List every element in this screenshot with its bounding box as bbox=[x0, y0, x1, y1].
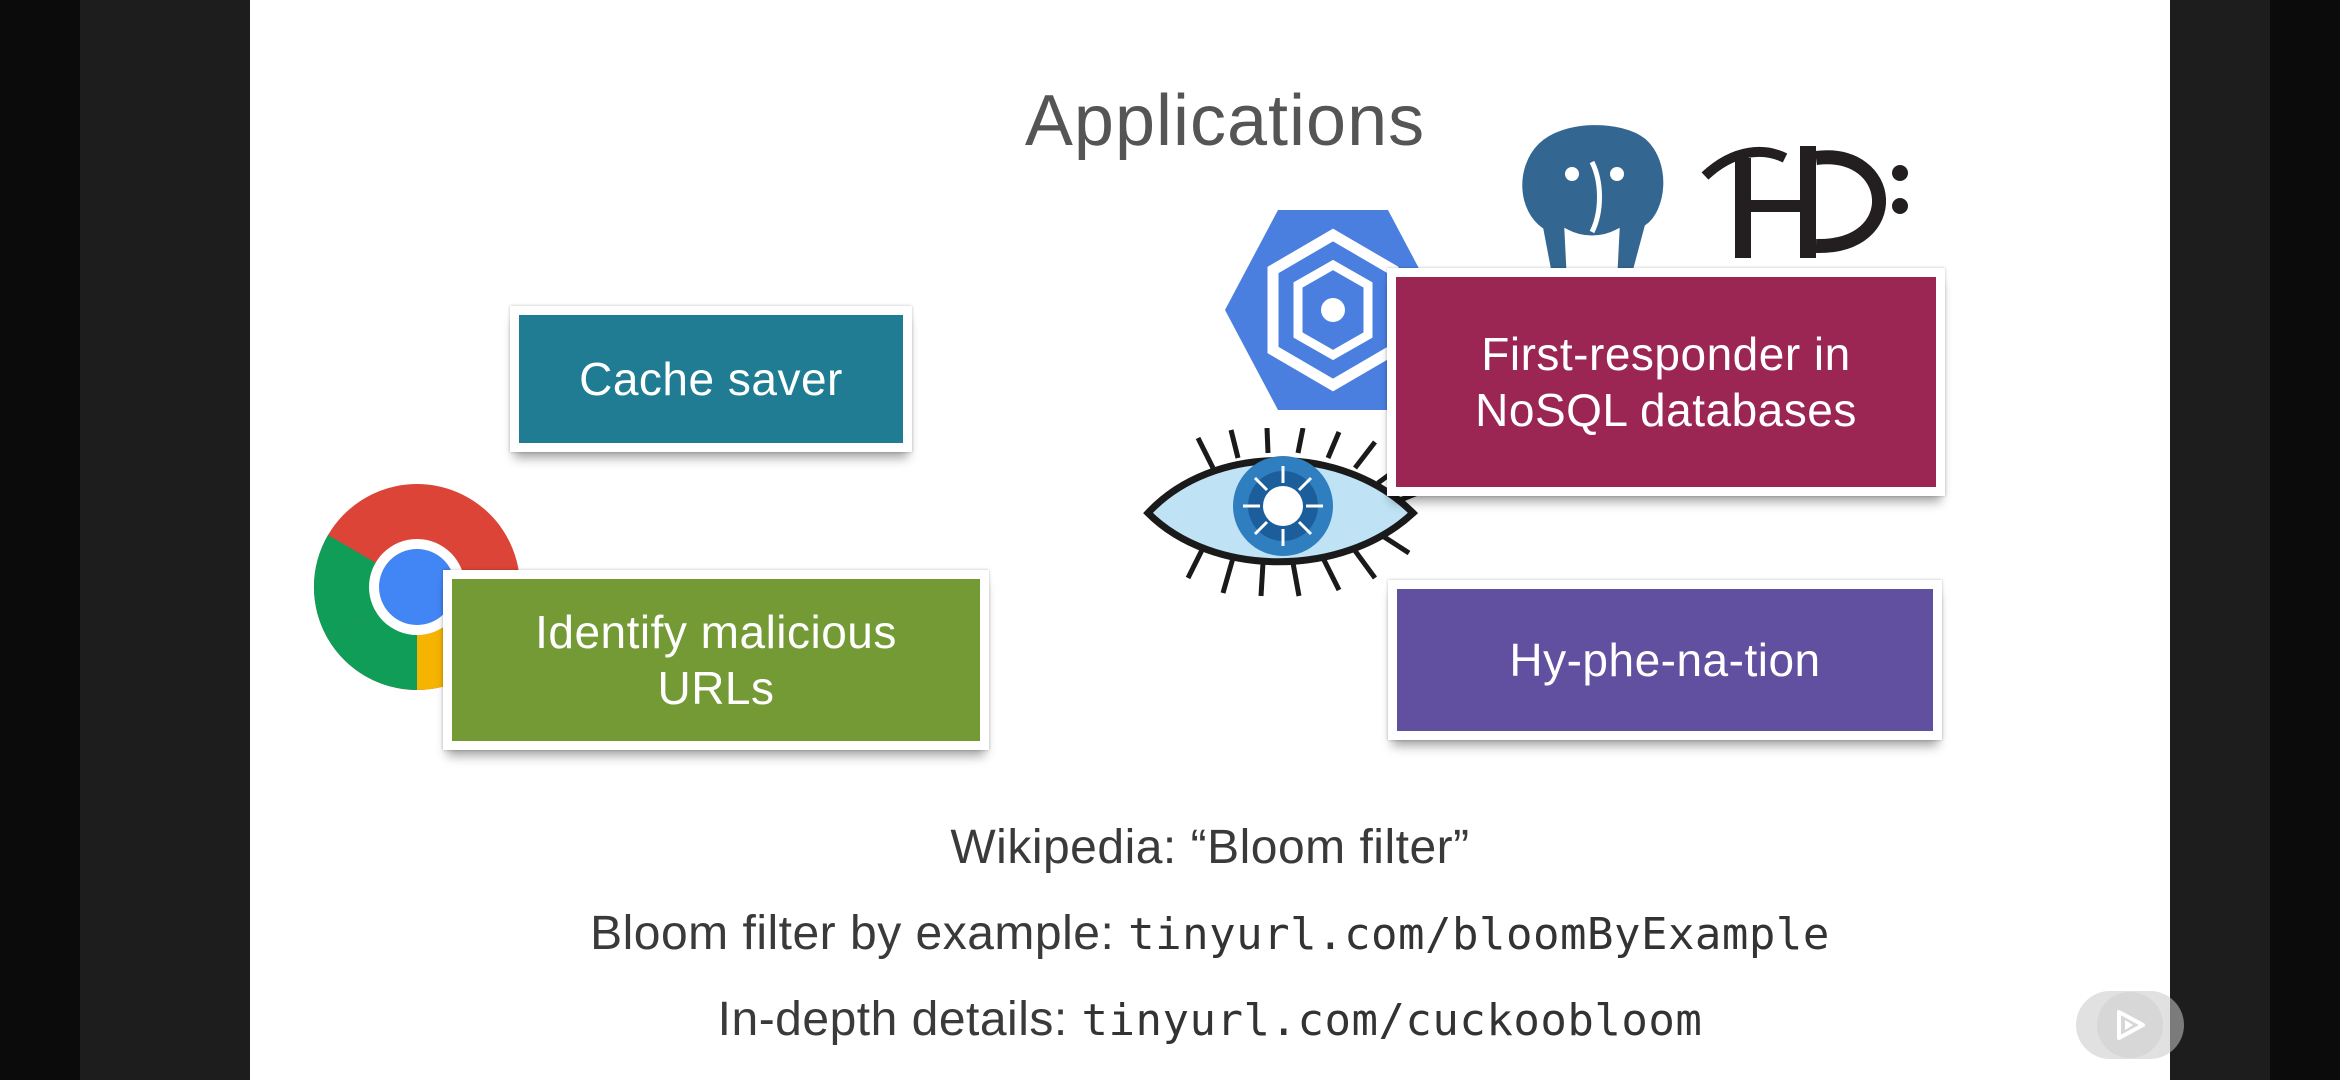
letterbox-left bbox=[80, 0, 250, 1080]
postgresql-elephant-icon bbox=[1507, 120, 1677, 275]
nosql-first-responder-card: First-responder in NoSQL databases bbox=[1387, 268, 1945, 496]
player-control-button[interactable] bbox=[2076, 991, 2184, 1059]
reference-bloom-by-example-link[interactable]: tinyurl.com/bloomByExample bbox=[1128, 909, 1830, 960]
hyphenation-card: Hy-phe-na-tion bbox=[1388, 580, 1942, 740]
slide-title: Applications bbox=[1024, 81, 1426, 161]
letterbox-right bbox=[2170, 0, 2270, 1080]
malicious-urls-line-1: Identify malicious bbox=[535, 606, 897, 658]
malicious-urls-line-2: URLs bbox=[657, 662, 775, 714]
reference-in-depth-details: In-depth details: tinyurl.com/cuckoobloo… bbox=[250, 992, 2170, 1047]
identify-malicious-urls-card: Identify malicious URLs bbox=[443, 570, 989, 750]
reference-bloom-by-example: Bloom filter by example: tinyurl.com/blo… bbox=[250, 906, 2170, 961]
cache-saver-card: Cache saver bbox=[510, 306, 912, 452]
nosql-line-2: NoSQL databases bbox=[1475, 384, 1857, 436]
cassandra-eye-icon bbox=[1143, 427, 1433, 598]
hyphenation-label: Hy-phe-na-tion bbox=[1509, 634, 1821, 686]
reference-wikipedia-text: Wikipedia: “Bloom filter” bbox=[950, 821, 1470, 874]
reference-in-depth-link[interactable]: tinyurl.com/cuckoobloom bbox=[1081, 995, 1703, 1046]
presentation-slide: Applications bbox=[250, 0, 2170, 1080]
reference-bloom-by-example-label: Bloom filter by example: bbox=[590, 907, 1129, 960]
play-icon bbox=[2097, 992, 2163, 1058]
reference-in-depth-label: In-depth details: bbox=[717, 993, 1082, 1046]
reference-wikipedia: Wikipedia: “Bloom filter” bbox=[250, 820, 2170, 875]
hbase-logo-icon bbox=[1695, 128, 1935, 268]
cache-saver-label: Cache saver bbox=[579, 353, 843, 405]
nosql-line-1: First-responder in bbox=[1481, 328, 1851, 380]
